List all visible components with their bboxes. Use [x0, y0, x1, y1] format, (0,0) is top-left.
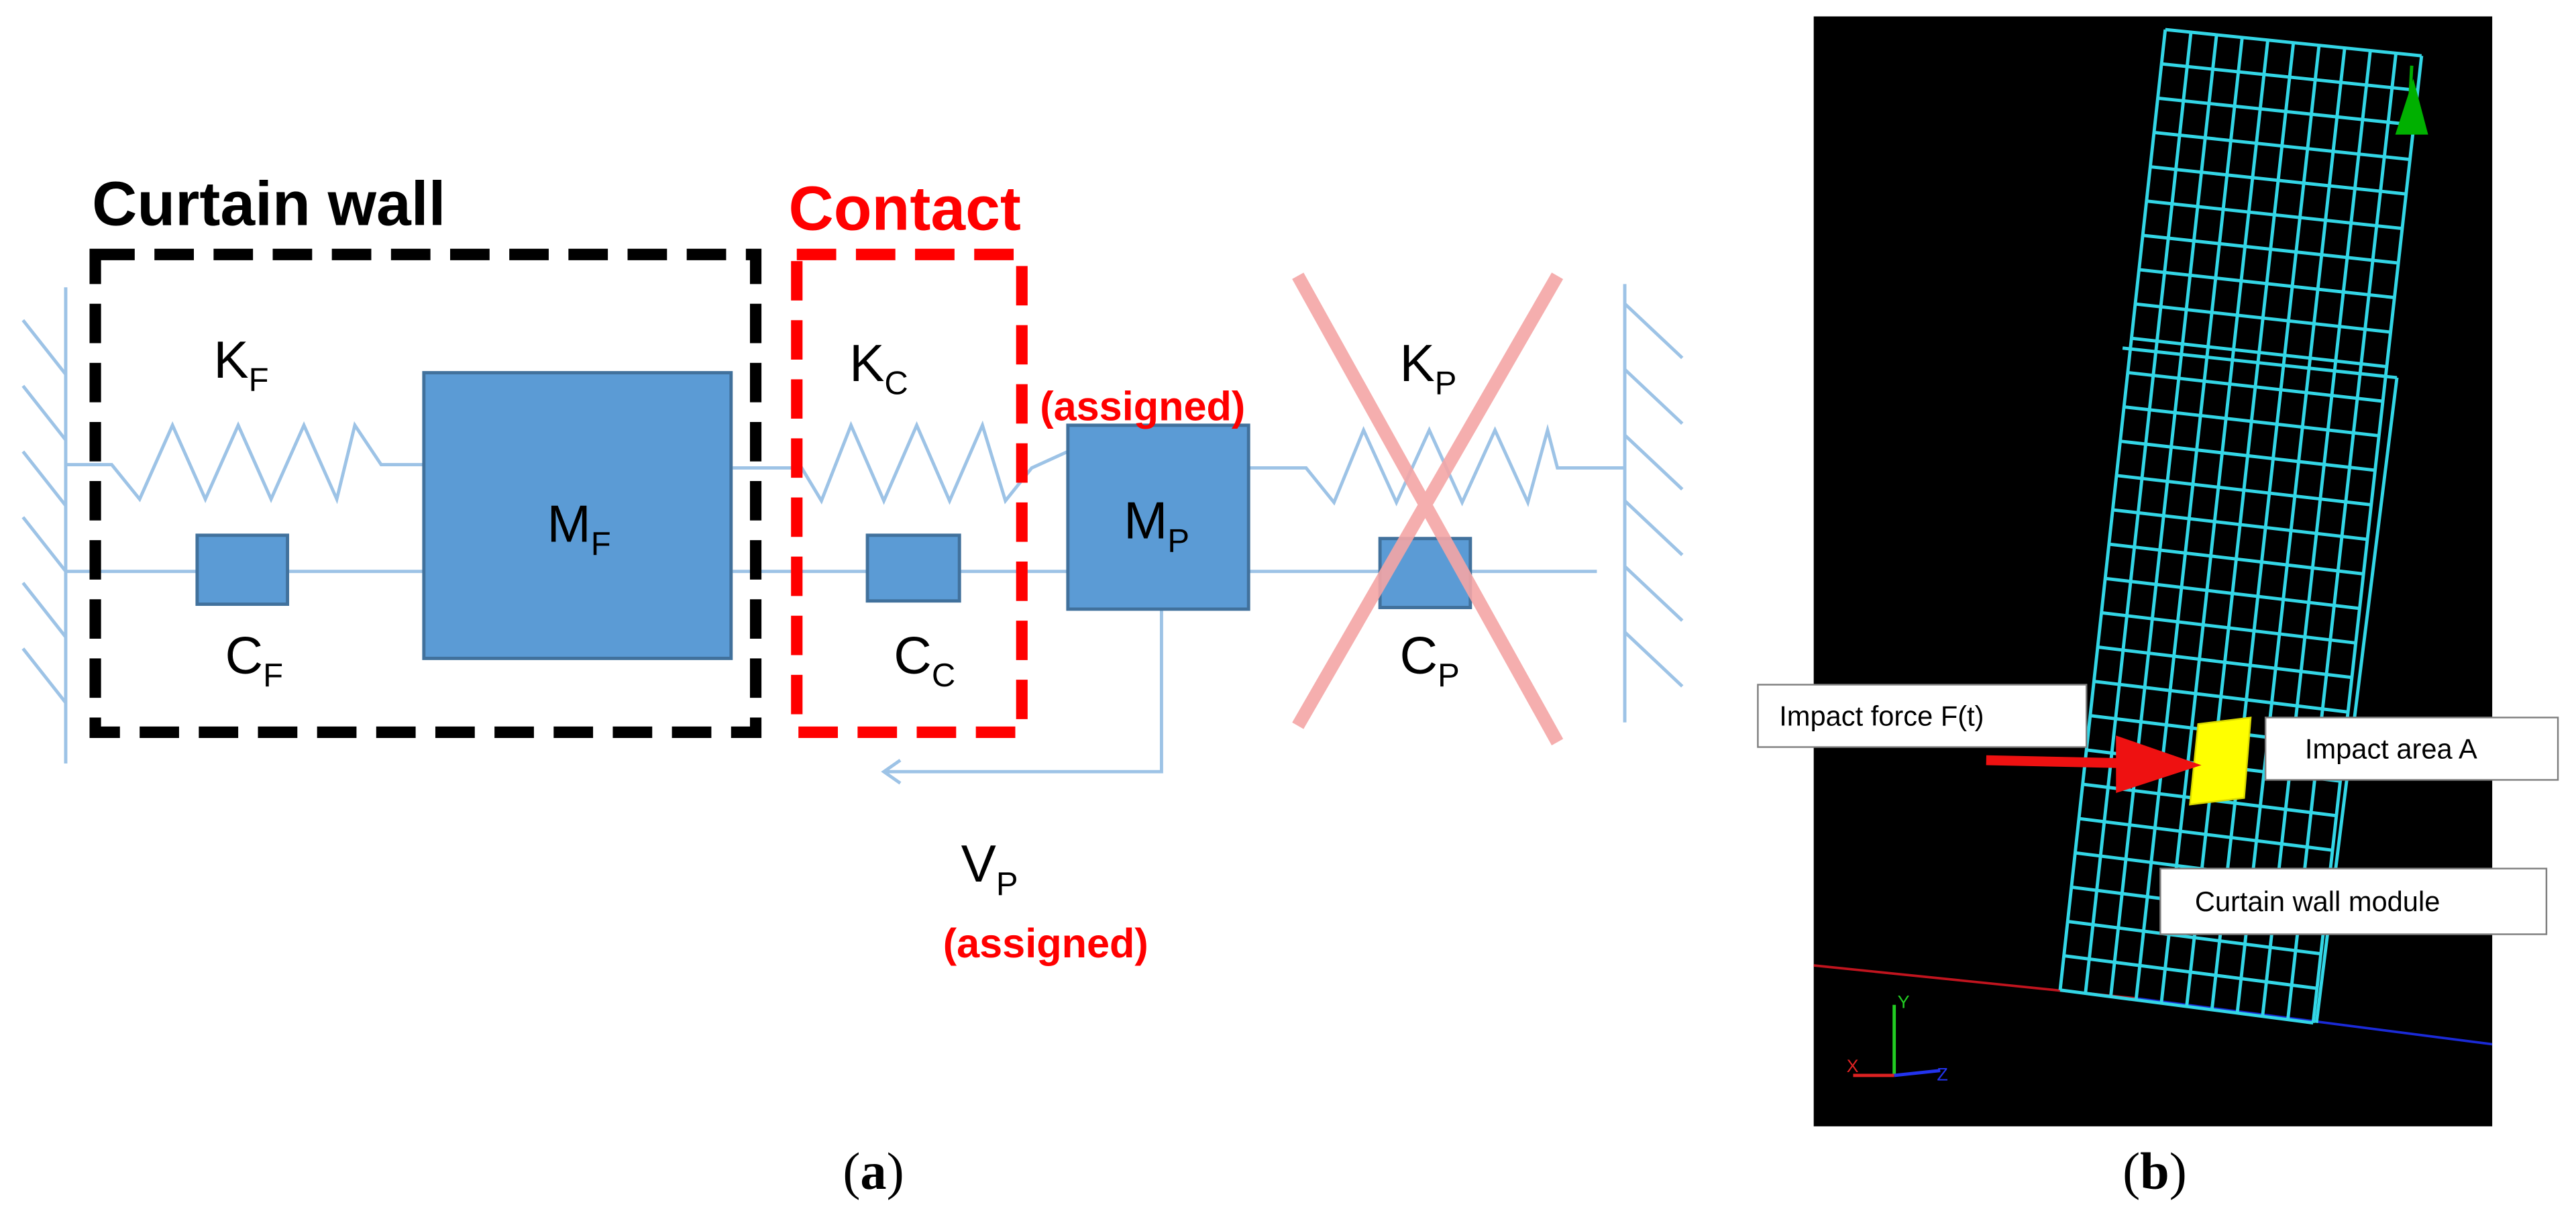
label-cp: CP [1400, 625, 1460, 694]
mesh-line [2157, 96, 2414, 127]
mesh-line [2153, 131, 2410, 162]
panel-b: Y X Z Impact force F(t) Impact area A Cu… [1757, 16, 2559, 1200]
assigned-label-vp: (assigned) [943, 920, 1148, 966]
right-wall [1623, 284, 1684, 723]
mesh-line [2097, 645, 2353, 680]
svg-text:Impact area A: Impact area A [2305, 733, 2477, 765]
mesh-line [2165, 28, 2422, 58]
mesh-line [2122, 346, 2398, 380]
removed-cross [1292, 272, 1564, 745]
spring-kf [65, 421, 424, 505]
axis-label-z: Z [1937, 1064, 1947, 1084]
mesh-line [2101, 611, 2356, 645]
label-mf: MF [547, 494, 611, 563]
impact-area-callout: Impact area A [2264, 717, 2559, 781]
coordinate-triad: Y X Z [1847, 992, 1948, 1085]
impact-force-arrow [1986, 735, 2202, 794]
label-kc: KC [849, 333, 908, 402]
mesh-line [2146, 199, 2403, 231]
mesh-line [2161, 62, 2418, 93]
mesh-line [2127, 370, 2383, 403]
label-cc: CC [894, 625, 955, 694]
curtain-wall-module-callout: Curtain wall module [2159, 867, 2548, 935]
mesh-line [2094, 680, 2349, 714]
mesh-line [2067, 920, 2322, 956]
axis-label-x: X [1847, 1056, 1859, 1076]
fe-model-background [1813, 16, 2493, 1126]
axis-label-y: Y [1898, 992, 1910, 1012]
mesh-line [2135, 302, 2391, 334]
curtain-wall-title: Curtain wall [92, 168, 445, 238]
caption-a: (a) [843, 1142, 904, 1200]
contact-title: Contact [789, 174, 1021, 244]
left-wall [21, 287, 68, 763]
spring-kc [733, 420, 1069, 505]
damper-cc [865, 533, 961, 603]
svg-text:Curtain wall module: Curtain wall module [2195, 886, 2440, 917]
mass-mp [1066, 423, 1250, 611]
curtain-wall-dashed-box [89, 248, 762, 739]
impact-force-callout: Impact force F(t) [1757, 684, 2088, 748]
mesh-line [2063, 954, 2318, 990]
label-vp: VP [961, 834, 1018, 902]
mesh-line [2142, 233, 2399, 265]
mesh-line [2104, 576, 2360, 611]
label-kf: KF [213, 330, 268, 399]
caption-b: (b) [2123, 1142, 2187, 1200]
panel-a: Curtain wall Contact KF CF MF KC CC MP K… [21, 168, 1684, 1200]
assigned-label-mp: (assigned) [1040, 384, 1245, 429]
damper-cf [195, 533, 290, 606]
mesh-line [2131, 336, 2387, 368]
mesh-line [2123, 405, 2379, 437]
mesh-line [2078, 816, 2333, 852]
label-kp: KP [1400, 333, 1457, 402]
mass-mf [422, 371, 733, 660]
label-cf: CF [225, 625, 284, 694]
mesh-line [2139, 268, 2395, 300]
mesh-line [2116, 474, 2372, 507]
impact-area [2189, 717, 2252, 806]
mesh-line [2108, 542, 2364, 576]
svg-text:Impact force F(t): Impact force F(t) [1779, 700, 1984, 732]
velocity-arrow [881, 607, 1163, 785]
mesh-axis-arrow [2395, 65, 2428, 135]
mesh-line [2112, 508, 2368, 541]
mesh-line [2120, 439, 2375, 472]
mesh-line [2059, 988, 2314, 1025]
mesh-line [2150, 165, 2406, 196]
label-mp: MP [1124, 491, 1189, 560]
